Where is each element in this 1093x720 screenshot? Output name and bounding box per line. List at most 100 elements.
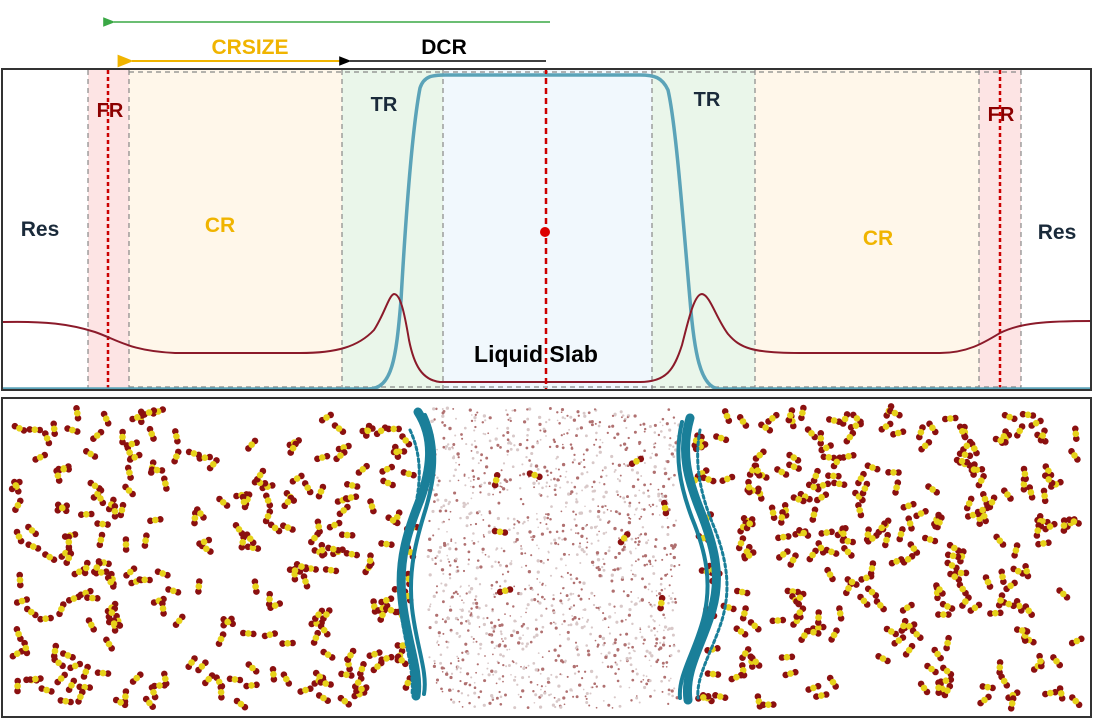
molecule bbox=[793, 590, 807, 605]
molecule bbox=[378, 653, 395, 663]
molecule bbox=[105, 496, 117, 513]
fr-region-left bbox=[88, 70, 129, 389]
molecule bbox=[42, 551, 58, 563]
molecule bbox=[1060, 517, 1068, 534]
molecule bbox=[980, 491, 991, 507]
molecule bbox=[657, 594, 666, 612]
molecule bbox=[913, 508, 929, 520]
molecule bbox=[300, 573, 311, 590]
molecule bbox=[336, 503, 351, 518]
profile-panel: FR FR TR TR Res Res CR CR Liquid Slab bbox=[1, 68, 1093, 391]
molecule bbox=[251, 578, 260, 595]
molecule bbox=[907, 541, 921, 556]
molecule bbox=[926, 420, 939, 436]
cr-label-left: CR bbox=[205, 214, 235, 237]
molecule bbox=[628, 455, 645, 468]
molecule bbox=[944, 559, 960, 572]
molecule bbox=[322, 566, 340, 575]
molecule bbox=[25, 523, 39, 538]
molecule bbox=[117, 501, 127, 519]
molecule bbox=[1014, 423, 1026, 439]
molecule bbox=[946, 541, 962, 554]
molecule bbox=[815, 609, 822, 626]
molecule bbox=[891, 634, 907, 647]
molecule bbox=[64, 425, 81, 435]
molecule bbox=[243, 531, 257, 546]
molecule bbox=[366, 649, 383, 659]
molecule bbox=[778, 509, 786, 526]
molecule bbox=[956, 450, 974, 460]
molecule bbox=[344, 647, 357, 663]
molecule bbox=[245, 437, 259, 452]
molecule bbox=[123, 565, 138, 579]
molecule bbox=[925, 483, 940, 496]
molecule bbox=[13, 596, 31, 606]
molecule bbox=[26, 426, 44, 434]
molecule bbox=[775, 533, 792, 542]
molecule bbox=[824, 566, 836, 583]
molecule bbox=[289, 472, 305, 485]
molecule bbox=[172, 428, 181, 445]
molecule bbox=[875, 653, 891, 665]
molecule bbox=[378, 540, 395, 548]
molecule bbox=[987, 609, 1004, 617]
molecule bbox=[263, 492, 274, 509]
tr-label-left: TR bbox=[371, 94, 398, 116]
molecule bbox=[154, 568, 171, 579]
region-boundaries bbox=[87, 70, 1022, 389]
molecule bbox=[293, 561, 310, 573]
molecule bbox=[373, 424, 389, 438]
molecule bbox=[1022, 603, 1035, 618]
molecule bbox=[122, 483, 136, 498]
molecule bbox=[326, 519, 343, 531]
molecule bbox=[735, 535, 747, 552]
molecule bbox=[818, 528, 835, 537]
molecule bbox=[65, 677, 78, 693]
molecule bbox=[8, 478, 23, 493]
molecule bbox=[924, 662, 939, 676]
molecule bbox=[1069, 694, 1083, 709]
molecule bbox=[768, 504, 778, 521]
molecule bbox=[1056, 587, 1071, 601]
molecule bbox=[917, 680, 931, 696]
molecule bbox=[890, 428, 907, 438]
molecule bbox=[918, 439, 933, 453]
molecule bbox=[301, 480, 314, 496]
molecule bbox=[378, 595, 395, 606]
molecule bbox=[826, 416, 843, 426]
molecule bbox=[105, 605, 118, 621]
molecule bbox=[975, 473, 987, 489]
molecule bbox=[905, 515, 915, 532]
molecule bbox=[1014, 626, 1031, 635]
molecule bbox=[828, 627, 840, 643]
molecule bbox=[855, 502, 865, 519]
molecule bbox=[191, 509, 199, 527]
molecule bbox=[287, 440, 299, 456]
molecule bbox=[793, 605, 807, 620]
molecule bbox=[42, 430, 53, 447]
molecule bbox=[1042, 688, 1059, 698]
molecule bbox=[240, 629, 257, 638]
molecule bbox=[900, 500, 917, 511]
molecule bbox=[826, 674, 839, 690]
molecule bbox=[392, 443, 402, 461]
molecule bbox=[244, 543, 262, 552]
molecule bbox=[700, 474, 717, 485]
molecule bbox=[318, 541, 326, 559]
molecule bbox=[1003, 579, 1018, 593]
molecule bbox=[338, 670, 355, 679]
molecule bbox=[262, 508, 274, 525]
molecule bbox=[216, 495, 231, 509]
molecule bbox=[171, 448, 182, 465]
molecule bbox=[786, 461, 802, 472]
molecule bbox=[314, 452, 331, 463]
molecule bbox=[864, 462, 881, 473]
molecule bbox=[217, 684, 225, 701]
molecule bbox=[13, 626, 24, 642]
molecule bbox=[281, 494, 295, 510]
molecule bbox=[63, 550, 75, 566]
molecule bbox=[198, 542, 214, 555]
molecule bbox=[363, 422, 373, 439]
profile-panel-frame bbox=[1, 68, 1092, 391]
